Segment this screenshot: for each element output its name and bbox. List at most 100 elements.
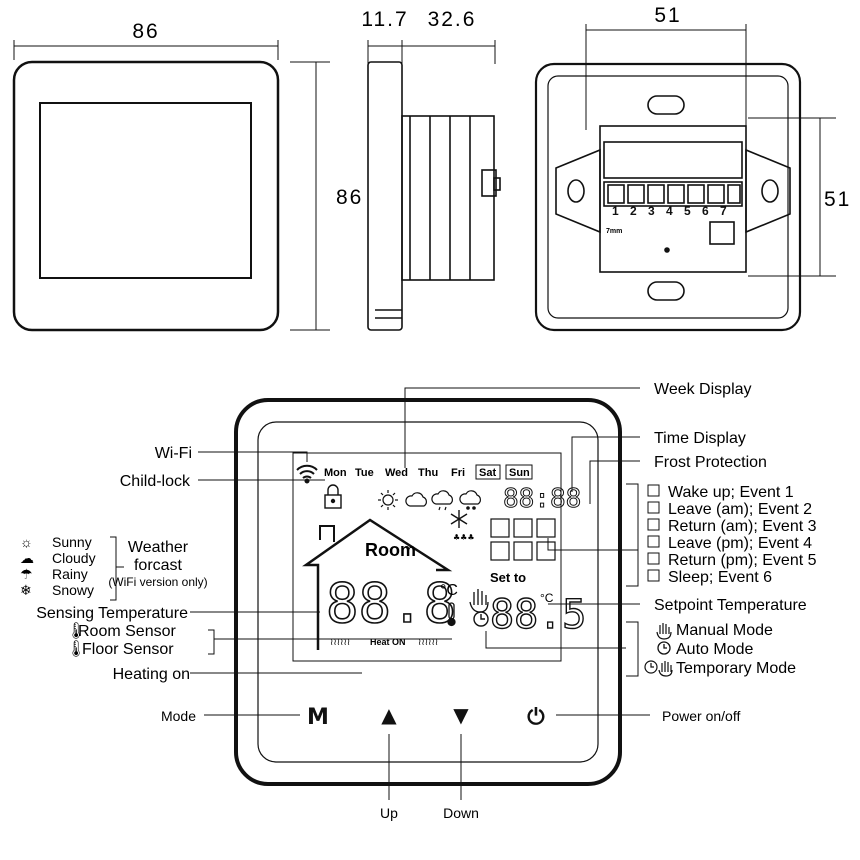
terminal-3: 3 [648, 204, 655, 218]
event-3: Return (am); Event 3 [668, 518, 817, 535]
up-label: Up [380, 805, 398, 821]
day-fri: Fri [451, 467, 465, 479]
setpoint-unit: °C [540, 591, 554, 605]
event-2: Leave (am); Event 2 [668, 501, 812, 518]
day-wed: Wed [385, 467, 408, 479]
cloudy-icon: ☁ [20, 550, 34, 566]
clock-icon [473, 611, 489, 627]
event-icon-grid [490, 518, 556, 561]
back-height-label: 51 [824, 188, 851, 211]
down-label: Down [443, 805, 479, 821]
day-sun: Sun [509, 467, 530, 479]
terminal-7: 7 [720, 204, 727, 218]
day-thu: Thu [418, 467, 438, 479]
power-label: Power on/off [662, 708, 740, 724]
weather-note: (WiFi version only) [108, 575, 207, 589]
rainy-icon: ☂ [20, 566, 33, 582]
manual-mode-hand-icon [656, 623, 672, 640]
week-display-label: Week Display [654, 381, 752, 398]
setpoint-digits: 88.5 [490, 592, 586, 638]
room-label: Room [365, 540, 416, 560]
front-height-label: 86 [336, 186, 363, 209]
event-6: Sleep; Event 6 [668, 569, 772, 586]
temporary-mode-label: Temporary Mode [676, 660, 796, 677]
rain-cloud-icon [431, 490, 453, 511]
room-sensor-icon: 🌡 [66, 622, 86, 640]
weather-cloudy: Cloudy [52, 550, 96, 566]
day-mon: Mon [324, 467, 347, 479]
set-to-label: Set to [490, 570, 526, 585]
lock-icon [324, 484, 342, 509]
heat-on-label: Heat ON [370, 637, 406, 647]
heating-on-label: Heating on [113, 666, 190, 683]
back-width-label: 51 [654, 4, 681, 27]
event-1: Wake up; Event 1 [668, 484, 794, 501]
auto-mode-clock-icon [657, 641, 671, 655]
terminal-5: 5 [684, 204, 691, 218]
power-button[interactable]: ⏻ [527, 705, 545, 730]
auto-mode-label: Auto Mode [676, 641, 753, 658]
floor-sensor-icon: 🌡 [66, 640, 86, 658]
frost-protection-label: Frost Protection [654, 454, 767, 471]
frost-icon [450, 510, 468, 528]
room-sensor-thermometer-icon [447, 602, 456, 627]
mode-label: Mode [161, 708, 196, 724]
time-digits: 88:88 [503, 484, 581, 514]
terminal-2: 2 [630, 204, 637, 218]
cloud-icon [405, 492, 427, 507]
weather-types: ☼ Sunny ☁ Cloudy ☂ Rainy ❄ Snowy [20, 534, 96, 598]
front-view [12, 40, 330, 332]
heat-waves-right: ≀≀≀≀≀≀ [418, 638, 438, 648]
button-row: M ▲ ▼ ⏻ [307, 703, 545, 730]
wifi-label: Wi-Fi [155, 445, 192, 462]
snow-cloud-icon [459, 490, 481, 510]
callout-lines [110, 387, 650, 800]
modes-list: Manual Mode Auto Mode Temporary Mode [644, 622, 796, 677]
thermostat-body [234, 398, 622, 786]
depth-b-label: 32.6 [428, 8, 477, 31]
front-width-label: 86 [132, 20, 159, 43]
snowy-icon: ❄ [20, 582, 32, 598]
day-tue: Tue [355, 467, 374, 479]
weather-forecast-label-2: forcast [134, 557, 183, 574]
event-5: Return (pm); Event 5 [668, 552, 817, 569]
heat-waves-left: ≀≀≀≀≀≀ [330, 638, 350, 648]
terminal-numbers: 1 2 3 4 5 6 7 [612, 204, 727, 218]
room-sensor-label: Room Sensor [78, 623, 176, 640]
side-view [367, 40, 501, 331]
event-4: Leave (pm); Event 4 [668, 535, 812, 552]
terminal-4: 4 [666, 204, 673, 218]
temporary-mode-icon [644, 660, 673, 677]
down-button[interactable]: ▼ [453, 703, 469, 727]
time-display-label: Time Display [654, 430, 746, 447]
back-view [534, 24, 836, 332]
child-lock-label: Child-lock [120, 473, 191, 490]
sun-icon [378, 490, 398, 510]
lcd-screen: Mon Tue Wed Thu Fri Sat Sun [296, 464, 587, 650]
sensing-digits: 88.8 [326, 572, 456, 635]
weather-forecast-label-1: Weather [128, 539, 189, 556]
terminal-note: 7mm [606, 228, 622, 235]
depth-a-label: 11.7 [361, 8, 408, 31]
floor-sensor-label: Floor Sensor [82, 641, 174, 658]
day-sat: Sat [479, 467, 496, 479]
events-list: Wake up; Event 1 Leave (am); Event 2 Ret… [647, 484, 817, 586]
setpoint-temperature-label: Setpoint Temperature [654, 597, 807, 614]
sunny-icon: ☼ [20, 534, 33, 550]
weather-rainy: Rainy [52, 566, 88, 582]
chimney [319, 525, 335, 542]
mode-button[interactable]: M [307, 705, 329, 730]
weather-snowy: Snowy [52, 582, 94, 598]
terminal-1: 1 [612, 204, 619, 218]
manual-mode-label: Manual Mode [676, 622, 773, 639]
frost-mini-icons: ♣♣♣ [453, 533, 475, 542]
hand-icon [469, 589, 489, 613]
weather-sunny: Sunny [52, 534, 92, 550]
wifi-icon [296, 464, 318, 484]
terminal-6: 6 [702, 204, 709, 218]
sensing-unit: °C [440, 582, 458, 599]
up-button[interactable]: ▲ [381, 703, 397, 727]
sensing-temperature-label: Sensing Temperature [36, 605, 188, 622]
house-outline [302, 518, 453, 650]
